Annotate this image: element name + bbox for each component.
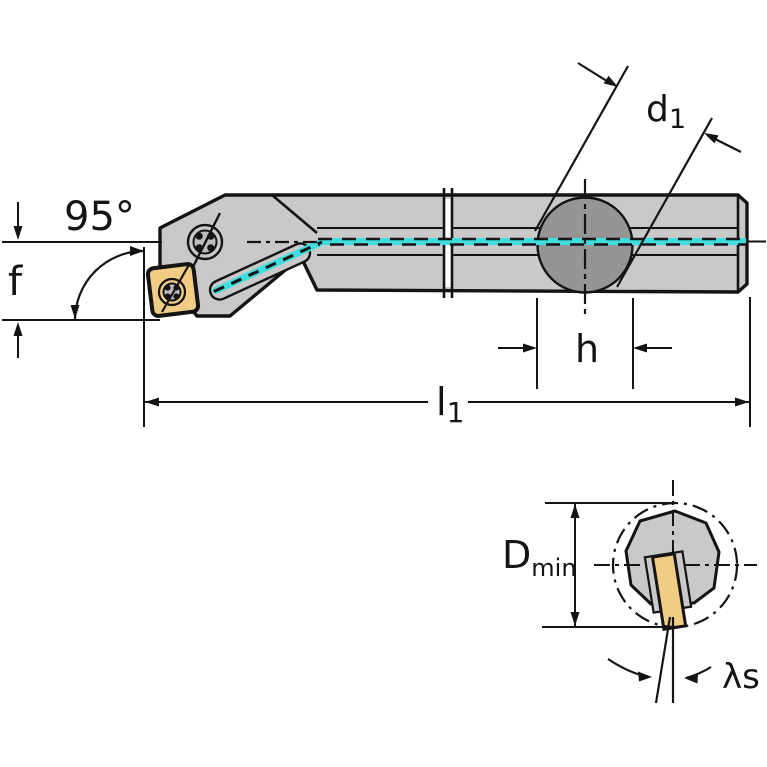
- d1-label: d1: [646, 89, 686, 135]
- d1-dimension: d1: [534, 62, 742, 288]
- lambda-s-dimension: λs: [607, 616, 760, 704]
- angle-arrow-top: [130, 246, 144, 256]
- coolant-channel: [212, 237, 746, 294]
- l1-arrow-right: [735, 397, 749, 407]
- h-arrow-left: [523, 343, 537, 353]
- lambda-s-label: λs: [722, 657, 760, 697]
- l1-label: l1: [436, 380, 464, 429]
- l1-arrow-left: [145, 397, 159, 407]
- lead-angle-label: 95°: [64, 194, 135, 240]
- dmin-label: Dmin: [502, 533, 577, 582]
- d1-arrow-right: [704, 133, 719, 144]
- dmin-arrow-up: [570, 504, 580, 518]
- h-label: h: [575, 327, 599, 371]
- dmin-dimension: Dmin: [502, 502, 677, 628]
- f-arrow-up: [13, 322, 23, 336]
- d1-arrow-left: [603, 75, 618, 87]
- l1-dimension: l1: [144, 297, 751, 429]
- clamp-screw-icon: [186, 212, 224, 272]
- insert-screw-icon: [157, 262, 191, 313]
- side-view-dimensions: f 95° d1 h: [2, 62, 751, 429]
- end-view: Dmin λs: [502, 480, 760, 704]
- side-view: [145, 179, 766, 318]
- f-dimension: f: [2, 202, 162, 358]
- lambda-arrow-right: [638, 671, 652, 682]
- f-label: f: [8, 259, 23, 305]
- h-dimension: h: [498, 298, 672, 389]
- angle-arrow-bottom: [70, 305, 80, 319]
- f-arrow-down: [13, 226, 23, 240]
- dmin-arrow-down: [570, 612, 580, 626]
- head-chamfer-line: [271, 194, 318, 234]
- lambda-arrow-left: [684, 673, 698, 684]
- h-arrow-right: [633, 343, 647, 353]
- lead-angle-dimension: 95°: [64, 194, 145, 321]
